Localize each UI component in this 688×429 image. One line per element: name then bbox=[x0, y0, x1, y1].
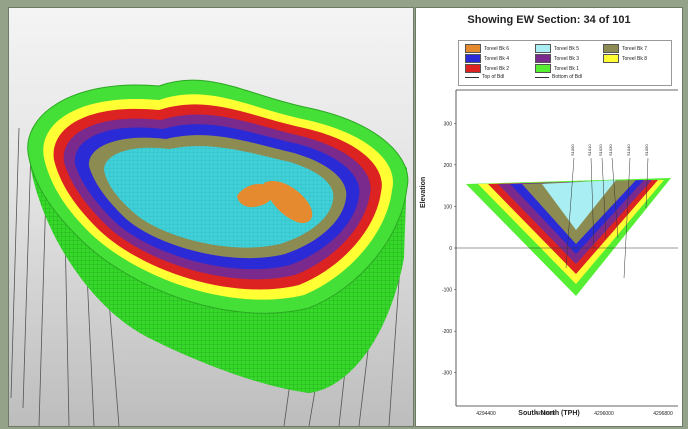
legend-label: Toreel Bk 7 bbox=[622, 45, 648, 52]
section-view-panel: Showing EW Section: 34 of 101 Toreel Bk … bbox=[415, 7, 683, 427]
legend-swatch bbox=[535, 64, 551, 73]
legend-swatch bbox=[465, 54, 481, 63]
legend-item: Top of Bdl bbox=[465, 74, 504, 80]
legend-swatch bbox=[465, 44, 481, 53]
legend-swatch bbox=[535, 44, 551, 53]
legend-label: Top of Bdl bbox=[482, 74, 505, 80]
drillhole-label: S1000 bbox=[570, 144, 575, 156]
legend-item: Toreel Bk 2 bbox=[465, 64, 509, 73]
legend-label: Toreel Bk 2 bbox=[484, 65, 510, 72]
section-plot: S1000 S1010 S1020 S1030 S1040 S1050 300 2… bbox=[442, 89, 678, 417]
legend-item: Toreel Bk 3 bbox=[535, 54, 579, 63]
legend-item: Toreel Bk 7 bbox=[603, 44, 647, 53]
pit-3d-model bbox=[10, 79, 409, 426]
drillhole-label: S1020 bbox=[598, 144, 603, 156]
chart-title: Showing EW Section: 34 of 101 bbox=[467, 14, 631, 26]
drillhole-label: S1050 bbox=[644, 144, 649, 156]
legend-swatch bbox=[535, 54, 551, 63]
legend-item: Toreel Bk 8 bbox=[603, 54, 647, 63]
drillhole-label: S1040 bbox=[626, 144, 631, 156]
legend-label: Toreel Bk 8 bbox=[622, 55, 648, 62]
legend-item: Toreel Bk 6 bbox=[465, 44, 509, 53]
legend-swatch bbox=[603, 44, 619, 53]
legend-line bbox=[465, 76, 479, 78]
legend-item: Toreel Bk 5 bbox=[535, 44, 579, 53]
y-tick-label: -100 bbox=[442, 288, 452, 294]
section-drill-traces bbox=[565, 157, 649, 279]
legend-line bbox=[535, 76, 549, 78]
x-tick-label: 4295600 bbox=[535, 411, 555, 417]
y-ticks: 300 200 100 0 -100 -200 -300 bbox=[442, 121, 678, 377]
legend-label: Bottom of Bdl bbox=[552, 74, 583, 80]
drillhole-labels: S1000 S1010 S1020 S1030 S1040 S1050 bbox=[570, 144, 649, 156]
legend-label: Toreel Bk 4 bbox=[484, 55, 510, 62]
legend-label: Toreel Bk 1 bbox=[554, 65, 580, 72]
pit-3d-viewport[interactable] bbox=[8, 7, 414, 427]
y-tick-label: 0 bbox=[449, 246, 452, 252]
x-tick-label: 4294400 bbox=[476, 411, 496, 417]
y-tick-label: -200 bbox=[442, 329, 452, 335]
legend-item: Toreel Bk 4 bbox=[465, 54, 509, 63]
y-tick-label: -300 bbox=[442, 371, 452, 377]
legend-swatch bbox=[465, 64, 481, 73]
x-axis-label: South-North (TPH) bbox=[518, 410, 580, 417]
legend-label: Toreel Bk 5 bbox=[554, 45, 580, 52]
drillhole-label: S1010 bbox=[587, 144, 592, 156]
legend-swatch bbox=[603, 54, 619, 63]
x-ticks: 4294400 4295600 4296000 4296800 bbox=[476, 411, 673, 417]
layer-bk5 bbox=[542, 180, 616, 230]
chart-legend: Toreel Bk 6 Toreel Bk 5 Toreel Bk 7 Tore… bbox=[458, 40, 672, 86]
legend-item: Bottom of Bdl bbox=[535, 74, 582, 80]
legend-item: Toreel Bk 1 bbox=[535, 64, 579, 73]
legend-label: Toreel Bk 6 bbox=[484, 45, 510, 52]
y-tick-label: 200 bbox=[444, 163, 453, 169]
legend-label: Toreel Bk 3 bbox=[554, 55, 580, 62]
y-tick-label: 100 bbox=[444, 204, 453, 210]
drillhole-label: S1030 bbox=[608, 144, 613, 156]
y-tick-label: 300 bbox=[444, 121, 453, 127]
x-tick-label: 4296800 bbox=[653, 411, 673, 417]
x-tick-label: 4296000 bbox=[594, 411, 614, 417]
